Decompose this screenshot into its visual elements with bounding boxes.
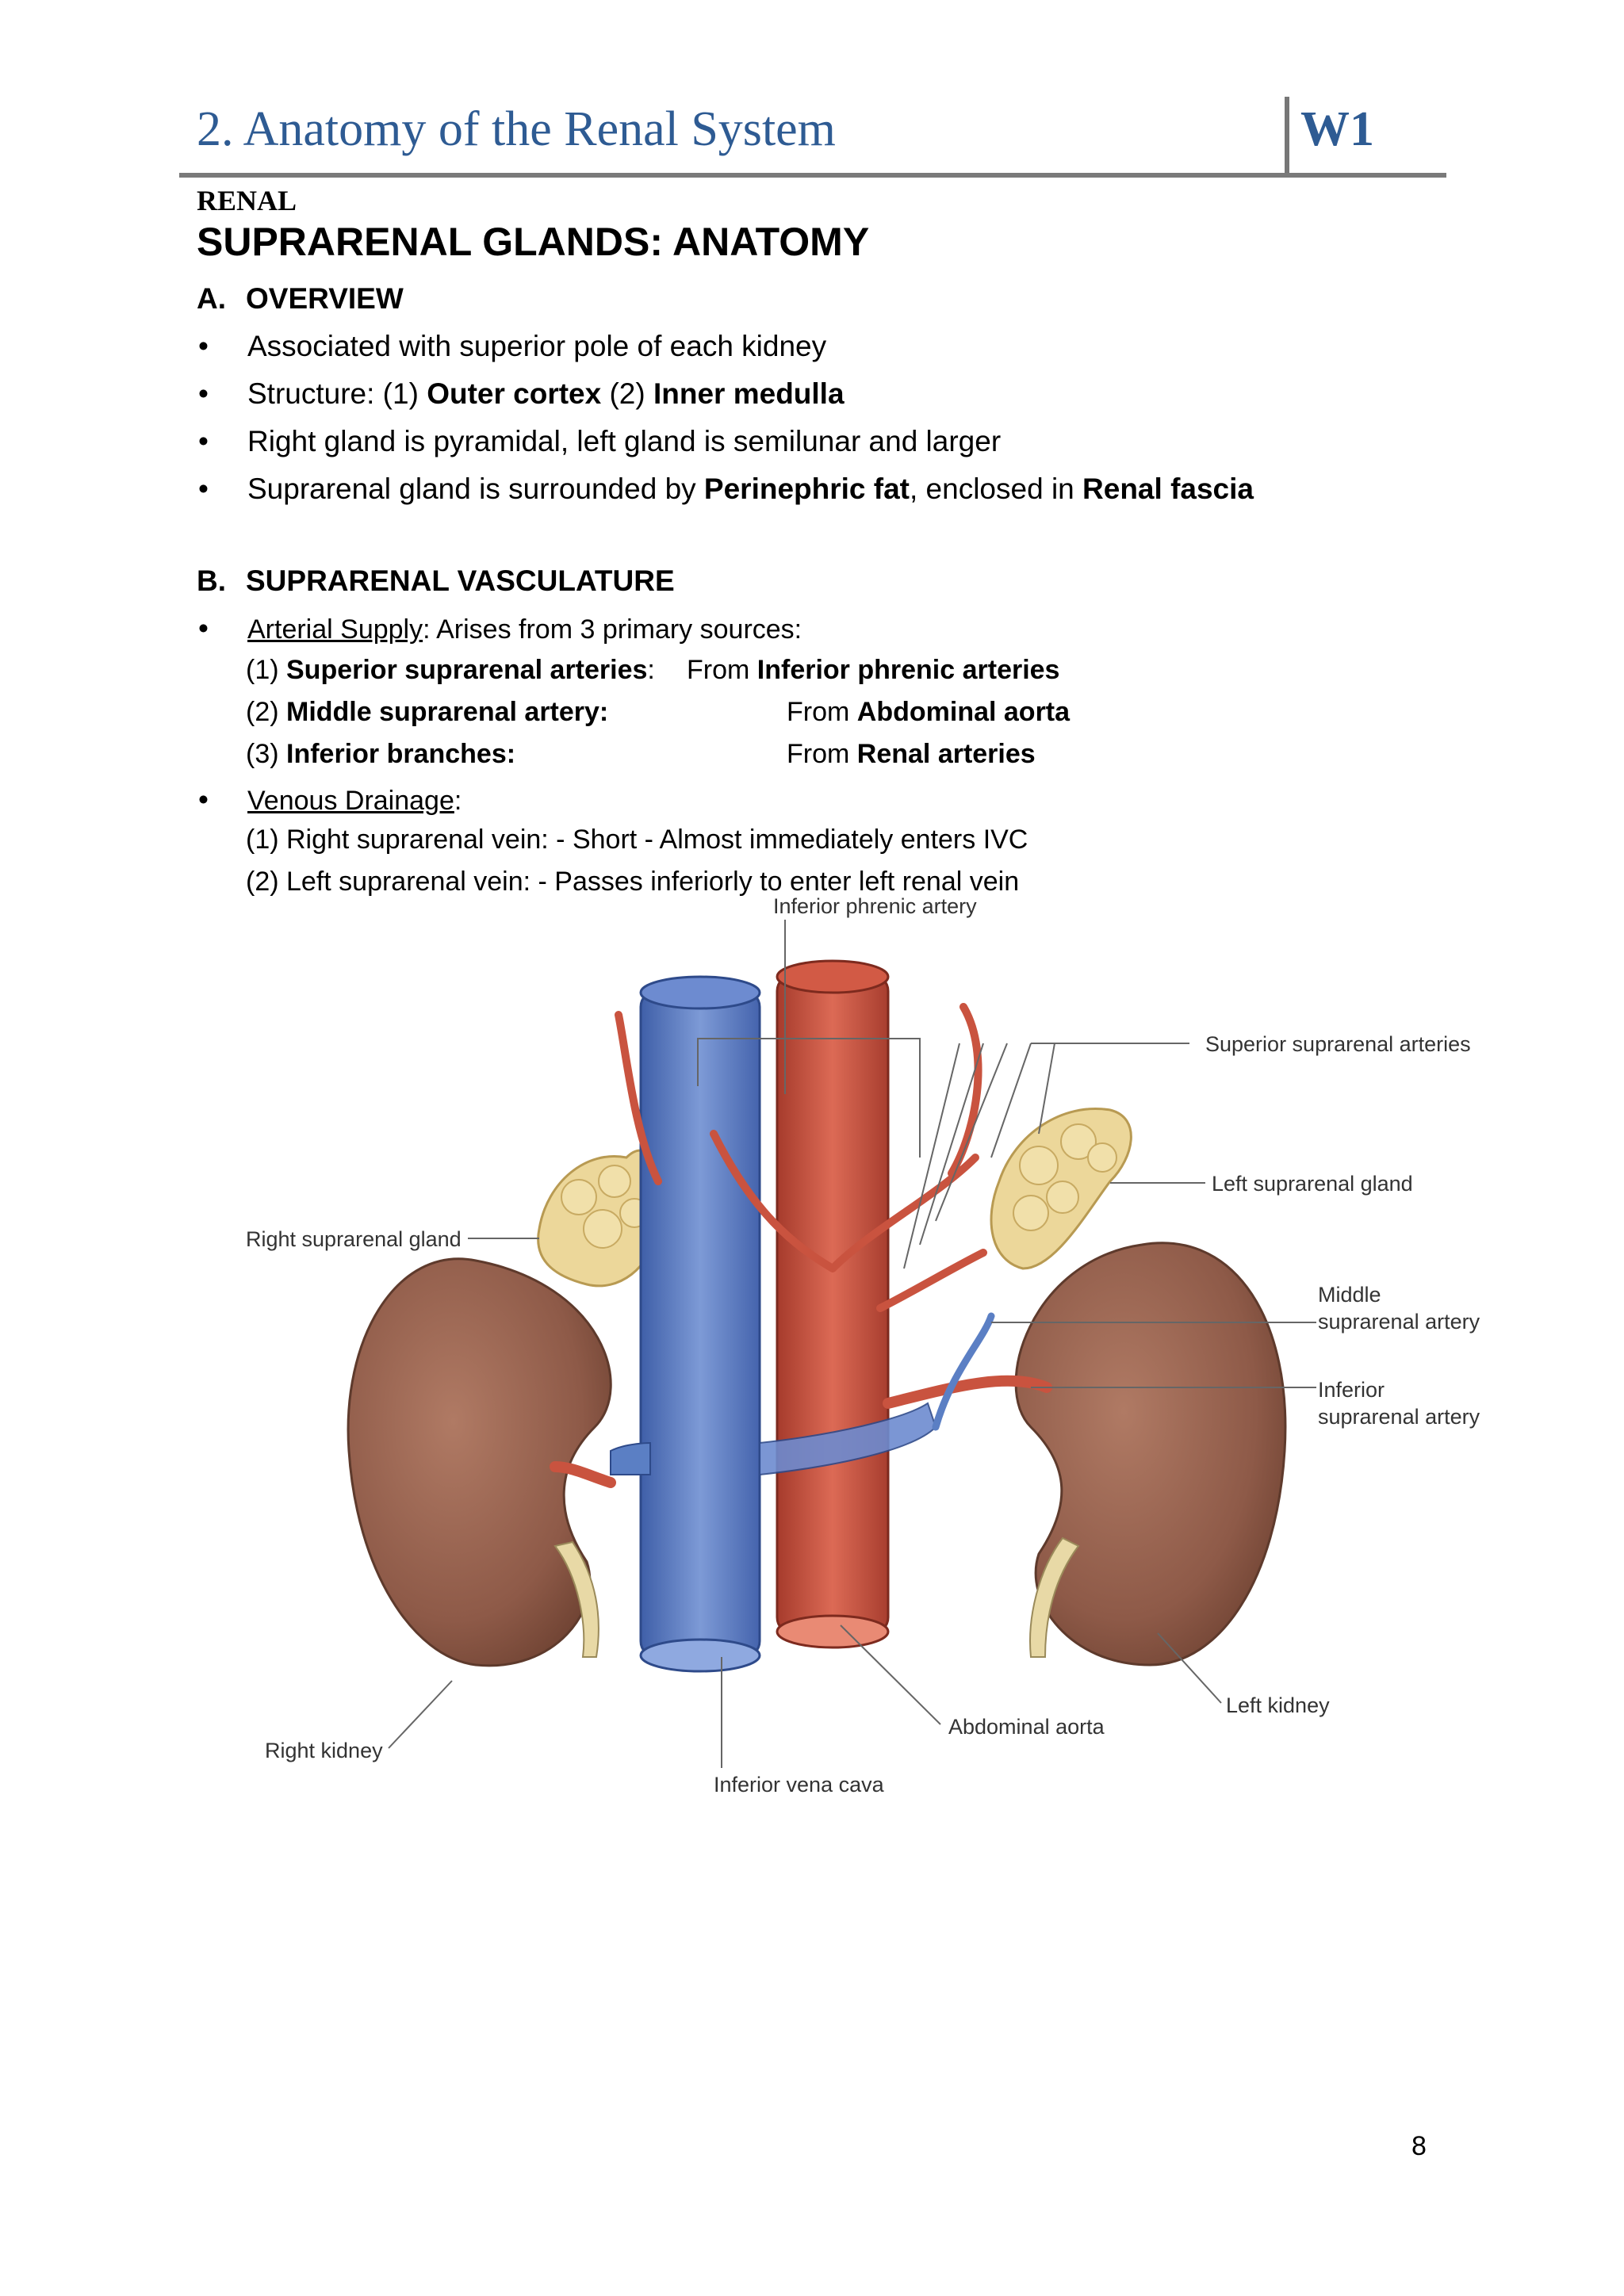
artery-row: (3) Inferior branches:: [246, 739, 515, 770]
label-right-kidney: Right kidney: [265, 1739, 383, 1762]
renal-vein-right: [610, 1441, 651, 1475]
vein-row: (1) Right suprarenal vein: - Short - Alm…: [246, 825, 1028, 855]
page-number: 8: [1411, 2131, 1427, 2161]
left-kidney: [1014, 1242, 1287, 1667]
label-superior-suprarenal-arteries: Superior suprarenal arteries: [1205, 1032, 1471, 1056]
bullet-text: , enclosed in: [910, 473, 1083, 505]
bullet-icon: •: [198, 783, 209, 816]
left-suprarenal-gland: [990, 1108, 1132, 1270]
bullet-bold-text: Renal fascia: [1082, 473, 1254, 505]
abdominal-aorta: [776, 959, 890, 1649]
artery-number: (2): [246, 697, 286, 727]
week-label: W1: [1300, 102, 1374, 156]
overview-bullet: • Right gland is pyramidal, left gland is…: [198, 425, 1001, 458]
overview-heading-text: OVERVIEW: [246, 282, 404, 315]
artery-source-name: Abdominal aorta: [856, 697, 1071, 727]
venous-drainage-line: • Venous Drainage:: [198, 783, 462, 817]
artery-row: (2) Middle suprarenal artery:: [246, 697, 608, 728]
artery-row: (1) Superior suprarenal arteries:: [246, 655, 655, 686]
bullet-icon: •: [198, 377, 209, 410]
label-inferior-vena-cava: Inferior vena cava: [714, 1773, 885, 1797]
header-divider: [1285, 97, 1289, 174]
artery-number: (1): [246, 655, 286, 685]
bullet-text: Suprarenal gland is surrounded by: [247, 473, 704, 505]
artery-source: From Renal arteries: [787, 739, 1036, 770]
bullet-bold-text: Inner medulla: [653, 377, 845, 410]
left-ureter: [1029, 1536, 1080, 1658]
section-tag: RENAL: [197, 185, 297, 216]
label-left-suprarenal-gland: Left suprarenal gland: [1212, 1172, 1413, 1196]
arterial-supply-line: • Arterial Supply: Arises from 3 primary …: [198, 612, 802, 645]
chapter-title: 2. Anatomy of the Renal System: [197, 102, 836, 156]
artery-from: From: [687, 655, 757, 685]
overview-heading: A. OVERVIEW: [197, 282, 404, 316]
bullet-text: Associated with superior pole of each ki…: [247, 330, 827, 362]
right-kidney: [347, 1257, 612, 1667]
vein-row: (2) Left suprarenal vein: - Passes infer…: [246, 867, 1020, 897]
right-ureter: [553, 1540, 599, 1658]
artery-sep: :: [647, 655, 655, 685]
vasculature-heading-number: B.: [197, 564, 226, 597]
overview-bullet: • Associated with superior pole of each k…: [198, 330, 826, 363]
overview-heading-number: A.: [197, 282, 226, 315]
bullet-icon: •: [198, 473, 209, 505]
overview-bullet: • Structure: (1) Outer cortex (2) Inner m…: [198, 377, 845, 411]
right-suprarenal-gland: [537, 1149, 662, 1288]
overview-bullet: • Suprarenal gland is surrounded by Perin…: [198, 473, 1254, 506]
artery-from: From: [787, 739, 857, 769]
bullet-icon: •: [198, 425, 209, 457]
arterial-branches: [615, 1003, 987, 1312]
venous-drainage-colon: :: [454, 786, 462, 816]
bullet-icon: •: [198, 330, 209, 362]
bullet-text: Structure: (1): [247, 377, 427, 410]
bullet-bold-text: Outer cortex: [427, 377, 602, 410]
artery-name: Middle suprarenal artery:: [286, 697, 609, 727]
left-suprarenal-vein: [932, 1312, 995, 1431]
artery-number: (3): [246, 739, 286, 769]
bullet-text: (2): [601, 377, 653, 410]
inferior-vena-cava: [639, 975, 761, 1673]
venous-drainage-label: Venous Drainage: [247, 786, 454, 816]
vasculature-heading: B. SUPRARENAL VASCULATURE: [197, 564, 675, 598]
vasculature-heading-text: SUPRARENAL VASCULATURE: [246, 564, 675, 597]
renal-artery-right: [550, 1461, 616, 1488]
artery-source-name: Renal arteries: [856, 739, 1036, 769]
label-inferior-phrenic-artery: Inferior phrenic artery: [773, 896, 977, 918]
label-inferior-suprarenal-artery-1: Inferior: [1318, 1378, 1385, 1402]
arterial-supply-label: Arterial Supply: [247, 614, 423, 645]
page-title: SUPRARENAL GLANDS: ANATOMY: [197, 220, 870, 264]
arterial-supply-text: : Arises from 3 primary sources:: [423, 614, 802, 645]
label-left-kidney: Left kidney: [1226, 1693, 1330, 1717]
label-inferior-suprarenal-artery-2: suprarenal artery: [1318, 1405, 1480, 1429]
artery-source: From Inferior phrenic arteries: [687, 655, 1059, 686]
label-middle-suprarenal-artery-2: suprarenal artery: [1318, 1310, 1480, 1334]
artery-source: From Abdominal aorta: [787, 697, 1070, 728]
label-middle-suprarenal-artery-1: Middle: [1318, 1283, 1381, 1307]
suprarenal-anatomy-figure: Inferior phrenic artery Superior suprare…: [246, 896, 1480, 1797]
bullet-text: Right gland is pyramidal, left gland is …: [247, 425, 1002, 457]
artery-name: Inferior branches:: [286, 739, 516, 769]
bullet-icon: •: [198, 612, 209, 645]
label-right-suprarenal-gland: Right suprarenal gland: [246, 1227, 462, 1251]
artery-from: From: [787, 697, 857, 727]
header-rule: [179, 173, 1446, 178]
renal-artery-left: [883, 1375, 1052, 1409]
artery-source-name: Inferior phrenic arteries: [756, 655, 1060, 685]
bullet-bold-text: Perinephric fat: [703, 473, 910, 505]
label-abdominal-aorta: Abdominal aorta: [948, 1715, 1105, 1739]
artery-name: Superior suprarenal arteries: [286, 655, 648, 685]
